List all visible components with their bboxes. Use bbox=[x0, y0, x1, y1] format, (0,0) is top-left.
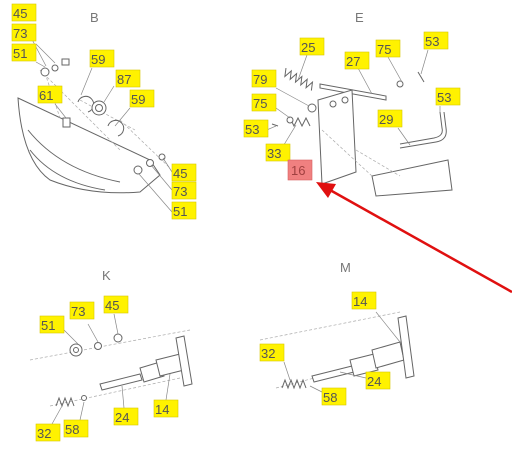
highlight-arrow bbox=[316, 182, 512, 294]
part-tag-75: 75 bbox=[251, 93, 277, 112]
svg-text:45: 45 bbox=[173, 166, 187, 181]
part-tag-45: 45 bbox=[11, 3, 37, 22]
svg-text:51: 51 bbox=[13, 46, 27, 61]
part-tag-59: 59 bbox=[89, 49, 115, 68]
svg-text:16: 16 bbox=[291, 163, 305, 178]
svg-text:25: 25 bbox=[301, 40, 315, 55]
svg-text:24: 24 bbox=[367, 374, 381, 389]
svg-text:M: M bbox=[340, 260, 351, 275]
svg-text:14: 14 bbox=[155, 402, 169, 417]
svg-text:32: 32 bbox=[261, 346, 275, 361]
section-m-label: M bbox=[340, 260, 351, 275]
part-tag-58: 58 bbox=[63, 419, 89, 438]
svg-text:51: 51 bbox=[41, 318, 55, 333]
section-e-label: E bbox=[355, 10, 364, 25]
section-e-drawing bbox=[261, 49, 453, 197]
svg-text:58: 58 bbox=[65, 422, 79, 437]
part-tag-45: 45 bbox=[171, 163, 197, 182]
part-tag-73: 73 bbox=[11, 23, 37, 42]
svg-text:73: 73 bbox=[173, 184, 187, 199]
part-tag-32: 32 bbox=[35, 423, 61, 442]
part-tag-16-highlighted: 16 bbox=[287, 159, 313, 181]
svg-text:59: 59 bbox=[91, 52, 105, 67]
part-tag-25: 25 bbox=[299, 37, 325, 56]
svg-text:14: 14 bbox=[353, 294, 367, 309]
section-b-drawing bbox=[17, 27, 173, 213]
svg-text:51: 51 bbox=[173, 204, 187, 219]
svg-text:75: 75 bbox=[253, 96, 267, 111]
svg-text:75: 75 bbox=[377, 42, 391, 57]
svg-text:73: 73 bbox=[13, 26, 27, 41]
svg-text:79: 79 bbox=[253, 72, 267, 87]
svg-text:29: 29 bbox=[379, 112, 393, 127]
part-tag-29: 29 bbox=[377, 109, 403, 128]
part-tag-73: 73 bbox=[69, 301, 95, 320]
svg-text:33: 33 bbox=[267, 146, 281, 161]
svg-text:B: B bbox=[90, 10, 99, 25]
section-b-label: B bbox=[90, 10, 99, 25]
svg-text:53: 53 bbox=[245, 122, 259, 137]
part-tag-73: 73 bbox=[171, 181, 197, 200]
svg-text:73: 73 bbox=[71, 304, 85, 319]
part-tag-27: 27 bbox=[344, 51, 370, 70]
svg-text:K: K bbox=[102, 268, 111, 283]
section-k-drawing bbox=[29, 313, 193, 425]
part-tag-53: 53 bbox=[423, 31, 449, 50]
svg-text:87: 87 bbox=[117, 72, 131, 87]
part-tag-32: 32 bbox=[259, 343, 285, 362]
part-tag-79: 79 bbox=[251, 69, 277, 88]
part-tag-45: 45 bbox=[103, 295, 129, 314]
part-tag-33: 33 bbox=[265, 143, 291, 162]
part-tag-14: 14 bbox=[351, 291, 377, 310]
svg-text:58: 58 bbox=[323, 390, 337, 405]
svg-text:59: 59 bbox=[131, 92, 145, 107]
svg-text:27: 27 bbox=[346, 54, 360, 69]
part-tag-87: 87 bbox=[115, 69, 141, 88]
svg-text:53: 53 bbox=[425, 34, 439, 49]
part-tag-51: 51 bbox=[171, 201, 197, 220]
svg-text:E: E bbox=[355, 10, 364, 25]
section-m-drawing bbox=[259, 311, 415, 393]
svg-text:32: 32 bbox=[37, 426, 51, 441]
part-tag-61: 61 bbox=[37, 85, 63, 104]
part-tag-53: 53 bbox=[243, 119, 269, 138]
section-k-label: K bbox=[102, 268, 111, 283]
part-tag-14: 14 bbox=[153, 399, 179, 418]
svg-text:53: 53 bbox=[437, 90, 451, 105]
part-tag-24: 24 bbox=[113, 407, 139, 426]
part-tag-75: 75 bbox=[375, 39, 401, 58]
part-tag-24: 24 bbox=[365, 371, 391, 390]
svg-text:24: 24 bbox=[115, 410, 129, 425]
part-tag-58: 58 bbox=[321, 387, 347, 406]
part-tag-59: 59 bbox=[129, 89, 155, 108]
svg-text:61: 61 bbox=[39, 88, 53, 103]
part-tag-51: 51 bbox=[39, 315, 65, 334]
part-tag-51: 51 bbox=[11, 43, 37, 62]
svg-text:45: 45 bbox=[105, 298, 119, 313]
svg-text:45: 45 bbox=[13, 6, 27, 21]
part-tag-53: 53 bbox=[435, 87, 461, 106]
